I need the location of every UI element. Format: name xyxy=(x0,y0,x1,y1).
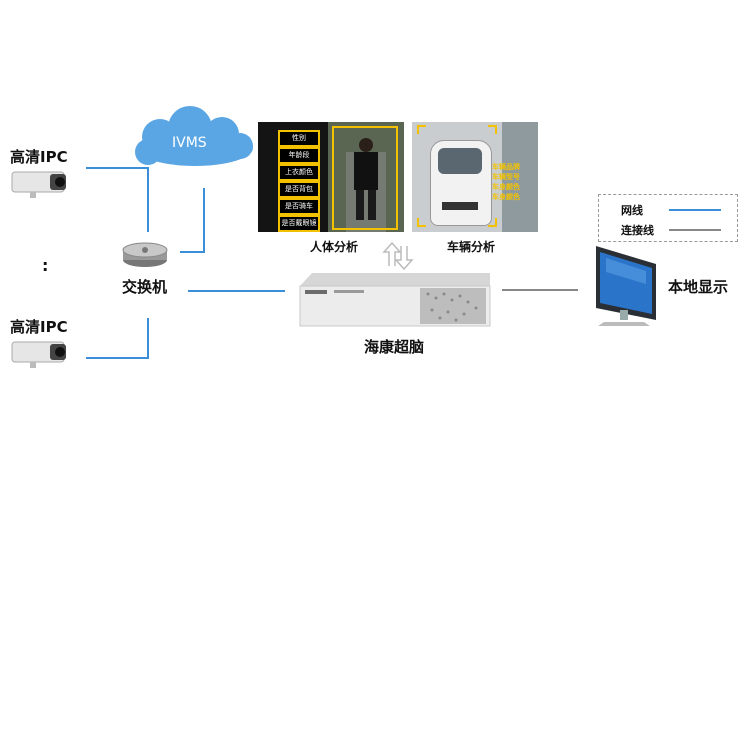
switch-label: 交换机 xyxy=(122,278,168,296)
human-figure xyxy=(328,122,404,232)
display-label: 本地显示 xyxy=(668,278,729,296)
ellipsis: : xyxy=(42,256,49,275)
line-switch-to-cloud xyxy=(180,188,205,253)
line-camera-bottom-to-switch xyxy=(86,318,149,359)
human-attribute-tag: 是否背包 xyxy=(278,181,320,198)
vehicle-attribute-text: 车辆品牌 xyxy=(492,163,520,171)
cloud-label: IVMS xyxy=(172,135,207,151)
human-analysis-panel: 性别 年龄段 上衣颜色 是否背包 是否骑车 是否戴眼镜 xyxy=(258,122,404,232)
camera-top-label: 高清IPC xyxy=(10,148,68,166)
camera-bottom-label: 高清IPC xyxy=(10,318,68,336)
human-attribute-tag: 是否戴眼镜 xyxy=(278,215,320,232)
vehicle-analysis-panel: 车辆品牌 车辆型号 车身颜色 车身颜色 xyxy=(412,122,538,232)
car-image xyxy=(424,130,496,226)
line-camera-top-to-switch xyxy=(86,167,149,232)
legend-connection-label: 连接线 xyxy=(621,224,654,237)
human-analysis-label: 人体分析 xyxy=(310,240,359,254)
human-attribute-tag: 性别 xyxy=(278,130,320,147)
vehicle-focus-brackets xyxy=(417,125,497,227)
legend-network-label: 网线 xyxy=(621,204,643,217)
legend-box: 网线 连接线 xyxy=(598,194,738,242)
vehicle-attribute-text: 车辆型号 xyxy=(492,173,520,181)
human-attribute-tag: 年龄段 xyxy=(278,147,320,164)
bidirectional-arrow-icon xyxy=(382,241,414,271)
server-label: 海康超脑 xyxy=(364,338,425,356)
human-attribute-tag: 是否骑车 xyxy=(278,198,320,215)
vehicle-analysis-label: 车辆分析 xyxy=(447,240,496,254)
legend-network-line xyxy=(669,209,721,211)
vehicle-attribute-text: 车身颜色 xyxy=(492,193,520,201)
human-attribute-tag: 上衣颜色 xyxy=(278,164,320,181)
legend-connection-line xyxy=(669,229,721,231)
vehicle-attribute-text: 车身颜色 xyxy=(492,183,520,191)
